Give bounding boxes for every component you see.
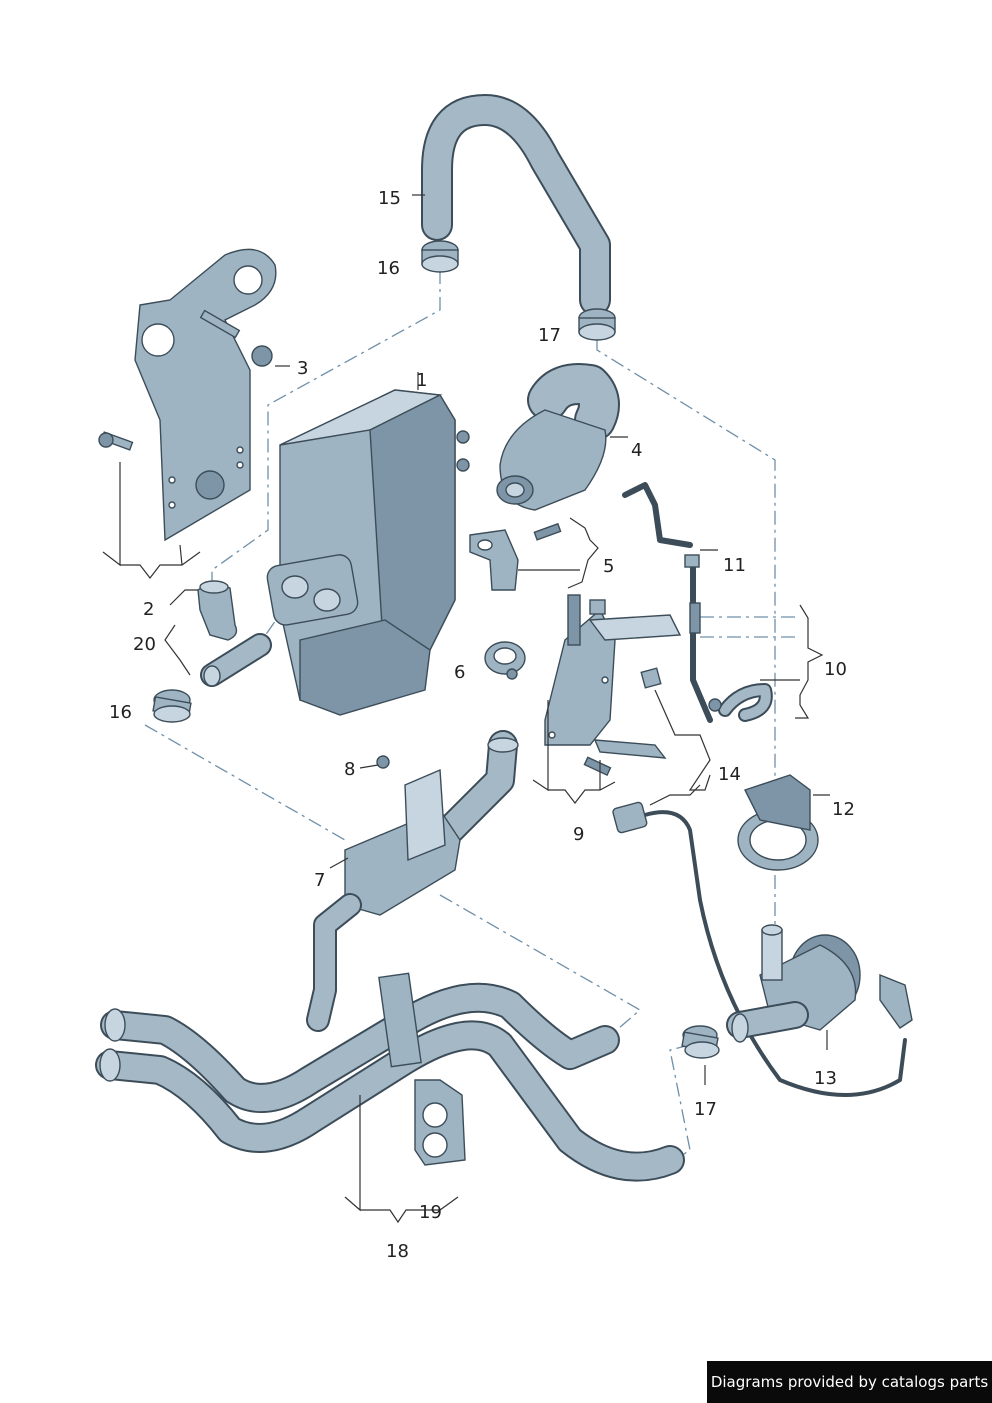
hose-clamp-16-upper [421,240,459,273]
bracket-2-20 [164,589,198,676]
callout-20: 20 [133,634,156,655]
callout-5: 5 [603,556,614,577]
hose-clamp-17-upper [578,308,616,341]
exhaust-muffler-7 [306,730,519,1032]
callout-17-lower: 17 [694,1099,717,1120]
callout-11: 11 [723,555,746,576]
bracket-18 [344,1095,459,1224]
circulation-pump-13 [726,924,861,1043]
sensor-ring-12 [737,774,819,871]
leader-7 [329,857,349,869]
bracket-5 [567,517,599,589]
callout-15: 15 [378,188,401,209]
callout-18: 18 [386,1241,409,1262]
hose-clamp-16-lower [152,689,192,723]
coolant-pipes-18 [95,972,685,1182]
leader-8 [359,764,379,769]
callout-16-lower: 16 [109,702,132,723]
bolt-3 [199,309,273,367]
mounting-plate-9 [544,594,682,777]
connection-lines [144,270,800,1161]
callout-12: 12 [832,799,855,820]
fuel-line-10-11 [622,482,773,723]
fitting-2 [197,580,238,641]
callout-2: 2 [143,599,154,620]
callout-6: 6 [454,662,465,683]
hose-stub-20 [200,633,272,687]
callout-9: 9 [573,824,584,845]
intake-silencer-4 [496,363,620,511]
bracket-10 [760,604,824,719]
callout-4: 4 [631,440,642,461]
clip-14 [589,599,662,689]
callout-1: 1 [416,370,427,391]
credit-banner: Diagrams provided by catalogs parts [707,1361,992,1403]
hose-clamp-17-lower [681,1025,720,1059]
bracket-14 [649,689,711,806]
mounting-bracket-3 [134,248,277,542]
callout-19: 19 [419,1202,442,1223]
callout-16-upper: 16 [377,258,400,279]
coolant-hose-15 [421,94,611,316]
auxiliary-heater-1 [266,389,470,716]
clamp-6 [484,641,526,680]
elbow-5 [469,522,562,591]
bracket-9 [532,700,616,804]
callout-7: 7 [314,870,325,891]
callout-13: 13 [814,1068,837,1089]
callout-14: 14 [718,764,741,785]
bracket-3 [102,462,201,579]
callout-3: 3 [297,358,308,379]
callout-17-upper: 17 [538,325,561,346]
callout-8: 8 [344,759,355,780]
callout-labels: 1 2 3 4 5 6 7 8 9 10 11 12 13 14 15 16 1… [109,188,855,1262]
seal-19 [414,1079,466,1166]
credit-text: Diagrams provided by catalogs parts [710,1373,989,1391]
callout-10: 10 [824,659,847,680]
bolt-bracket [98,431,134,451]
